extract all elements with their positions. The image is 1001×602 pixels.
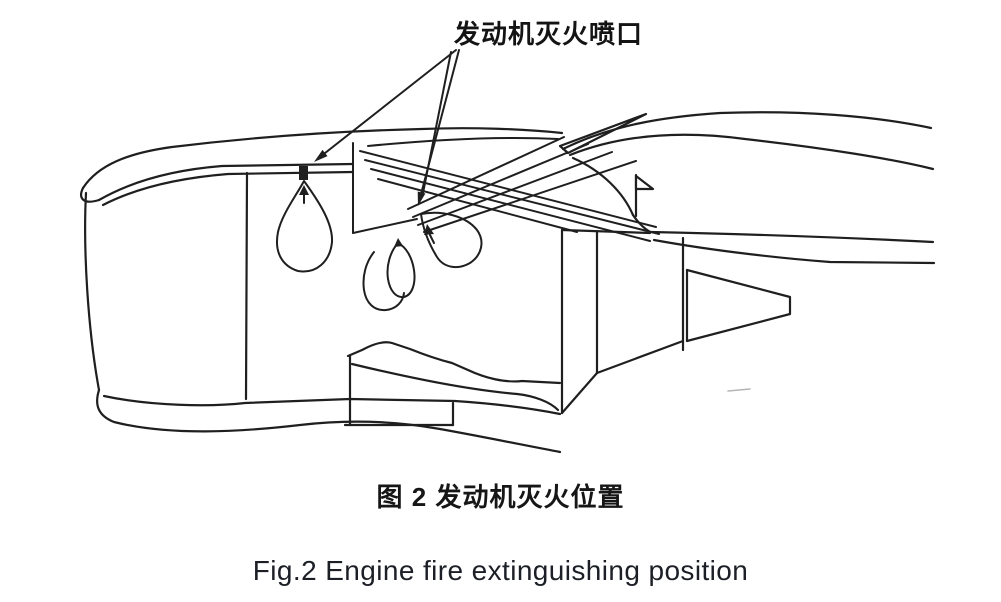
spray-plume-3: [386, 242, 416, 299]
annotation-label: 发动机灭火喷口: [454, 19, 644, 49]
spray-hook-curl: [362, 251, 405, 312]
wing-outline: [558, 111, 936, 265]
caption-chinese: 图 2 发动机灭火位置: [376, 482, 625, 512]
leader-arrows: [314, 49, 460, 206]
pylon-struts: [352, 136, 660, 242]
spray-plume-2: [420, 211, 483, 269]
engine-core-exhaust: [560, 228, 792, 415]
arrowhead-icon: [314, 149, 328, 162]
fire-extinguisher-nozzles: [276, 166, 483, 312]
up-left-arrow-icon: [424, 224, 434, 235]
caption-english: Fig.2 Engine fire extinguishing position: [252, 555, 749, 586]
exhaust-cone: [685, 268, 792, 343]
small-arrow-icon: [394, 238, 403, 247]
spray-plume-1: [276, 180, 334, 273]
up-arrow-icon: [299, 185, 309, 195]
engine-nacelle-outline: [80, 127, 564, 454]
nozzle-stub-1: [299, 166, 308, 180]
arrowhead-icon: [417, 191, 426, 206]
